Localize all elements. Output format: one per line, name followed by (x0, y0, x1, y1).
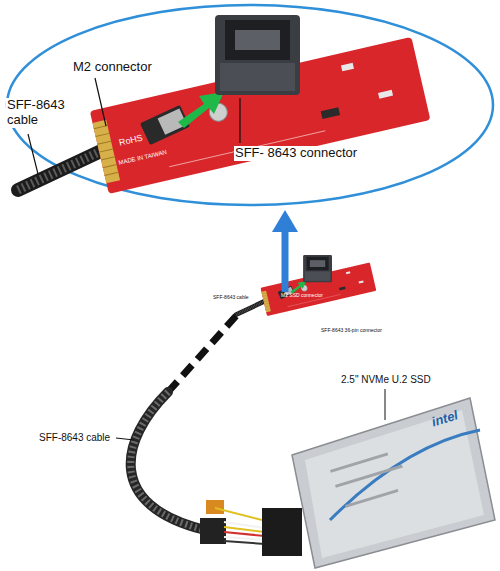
connector-label: SFF- 8643 connector (234, 146, 358, 161)
connector-label: M2 connector (72, 60, 153, 75)
ssd-label: 2.5" NVMe U.2 SSD (340, 374, 432, 386)
cable-label: SFF-8643 cable (212, 295, 250, 301)
cable-label: SFF-8643 cable (6, 98, 72, 128)
connector-label: SFF-8643 36-pin connector (320, 328, 383, 334)
cable-label: SFF-8643 cable (38, 432, 111, 444)
connector-label: M2 SSD connector (281, 293, 323, 299)
